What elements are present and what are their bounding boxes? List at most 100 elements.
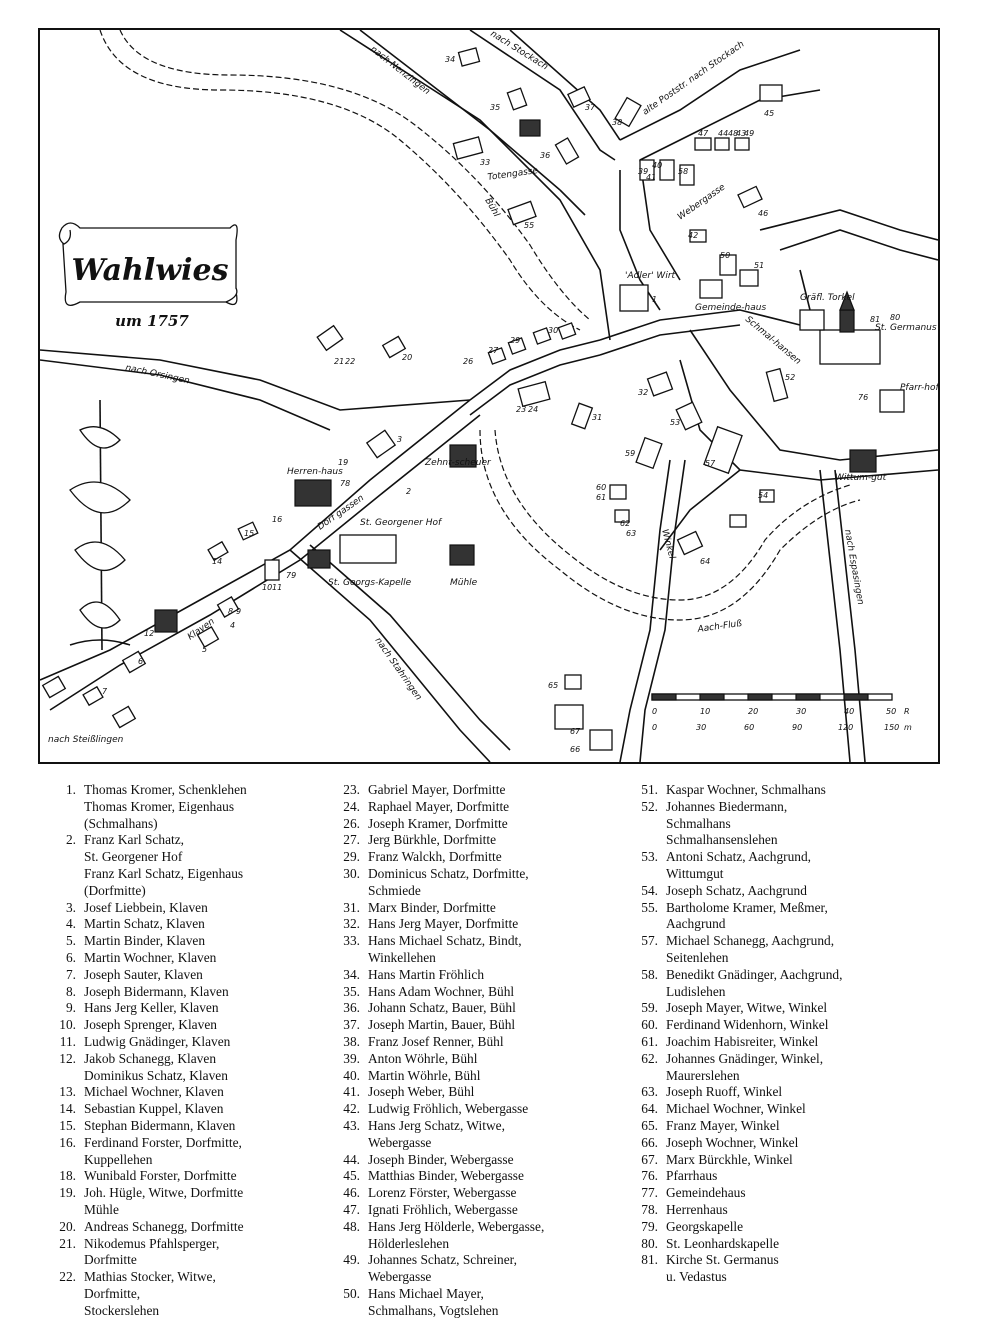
legend-item-number: 40. [343,1067,360,1083]
place-label: Mühle [450,578,478,588]
legend-item-number: 10. [59,1017,76,1033]
legend-item-number: 61. [641,1033,658,1049]
street-label: Webergasse [676,182,728,222]
legend-item: 34.Hans Martin Fröhlich [330,967,630,984]
legend-item-text: Hans Adam Wochner, Bühl [368,983,515,999]
legend-item: 26.Joseph Kramer, Dorfmitte [330,816,630,833]
legend-item-number: 15. [59,1117,76,1133]
building-number: 23 [516,405,526,414]
building-number: 40 [652,161,662,170]
scale-label: 50 [886,707,896,716]
legend-item-text: Hans Michael Schatz, Bindt, Winkellehen [368,933,522,965]
legend-item-number: 11. [59,1033,76,1049]
building-number: 1 [652,295,657,304]
legend-item: 66.Joseph Wochner, Winkel [628,1135,948,1152]
building-number: 58 [678,167,688,176]
building-number: 32 [638,388,648,397]
legend-item: 1.Thomas Kromer, Schenklehen Thomas Krom… [46,782,336,832]
legend-item: 52.Johannes Biedermann, Schmalhans Schma… [628,799,948,849]
legend-item: 32.Hans Jerg Mayer, Dorfmitte [330,916,630,933]
legend-item-text: Joseph Sauter, Klaven [84,966,203,982]
map-title: Wahlwies [72,253,229,288]
legend-item-text: Joh. Hügle, Witwe, Dorfmitte Mühle [84,1185,244,1217]
legend-item: 81.Kirche St. Germanus u. Vedastus [628,1252,948,1286]
building-number: 79 [286,571,296,580]
building-number: 78 [340,479,350,488]
legend-item-number: 4. [65,916,76,932]
legend-item-text: Sebastian Kuppel, Klaven [84,1101,224,1117]
title-banner: Wahlwies [58,222,238,306]
legend-item-number: 63. [641,1084,658,1100]
village-map: Wahlwies um 1757 [40,30,938,762]
legend-item-text: Martin Wöhrle, Bühl [368,1067,481,1083]
place-label: St. Georgs-Kapelle [328,578,412,588]
building-number: 14 [212,557,222,566]
legend-item-text: Joseph Wochner, Winkel [666,1134,799,1150]
building-number: 59 [625,449,635,458]
building-number: 7 [102,687,108,696]
scale-label: 30 [796,707,806,716]
legend-item: 53.Antoni Schatz, Aachgrund, Wittumgut [628,849,948,883]
building-number: 3 [397,435,402,444]
legend-item-number: 16. [59,1134,76,1150]
legend-item-number: 47. [343,1201,360,1217]
building-number: 30 [548,326,558,335]
place-label: Gräfl. Torkel [800,293,855,303]
legend-item-number: 80. [641,1235,658,1251]
building-number: 35 [490,103,500,112]
legend-item-text: Georgskapelle [666,1218,744,1234]
legend-item-number: 27. [343,832,360,848]
building-number: 57 [705,459,716,468]
place-label: Zehnt-scheuer [424,458,492,468]
legend-item: 58.Benedikt Gnädinger, Aachgrund, Ludisl… [628,967,948,1001]
building-number: 31 [592,413,602,422]
road-label: nach Steißlingen [48,735,124,745]
legend-item-text: St. Leonhardskapelle [666,1235,780,1251]
legend-item-text: Johann Schatz, Bauer, Bühl [368,1000,516,1016]
building-number: 16 [272,515,282,524]
legend-item-number: 30. [343,865,360,881]
legend-item-number: 78. [641,1201,658,1217]
legend-item-number: 45. [343,1168,360,1184]
legend-item-number: 38. [343,1033,360,1049]
legend-item-text: Joseph Binder, Webergasse [368,1151,514,1167]
legend-item-text: Joseph Sprenger, Klaven [84,1017,217,1033]
building-number: 36 [540,151,550,160]
legend-item: 23.Gabriel Mayer, Dorfmitte [330,782,630,799]
legend-item-text: Herrenhaus [666,1201,728,1217]
legend-item-number: 33. [343,933,360,949]
place-label: Herren-haus [287,467,343,477]
legend-item-number: 55. [641,899,658,915]
legend-item: 41.Joseph Weber, Bühl [330,1084,630,1101]
building-number: 51 [754,261,764,270]
place-label: Pfarr-hof [900,383,938,393]
building-number: 46 [758,209,768,218]
road-network [40,30,938,762]
legend-item: 10. Joseph Sprenger, Klaven [46,1017,336,1034]
legend-item-text: Joseph Bidermann, Klaven [84,983,229,999]
legend-item-number: 34. [343,966,360,982]
road-label: nach Stockach [488,30,549,73]
legend-item-number: 19. [59,1185,76,1201]
building-number: 80 [890,313,900,322]
legend-item-number: 49. [343,1252,360,1268]
building-number: 39 [638,167,648,176]
legend-item-text: Franz Walckh, Dorfmitte [368,849,502,865]
legend-item-text: Joseph Weber, Bühl [368,1084,475,1100]
legend-item-number: 26. [343,815,360,831]
legend-item: 79.Georgskapelle [628,1219,948,1236]
legend-item: 24.Raphael Mayer, Dorfmitte [330,799,630,816]
legend-item: 50.Hans Michael Mayer, Schmalhans, Vogts… [330,1286,630,1320]
legend-item-number: 64. [641,1101,658,1117]
building-number: 11 [272,583,282,592]
building-number: 66 [570,745,580,754]
legend-item-number: 57. [641,933,658,949]
building-number: 53 [670,418,680,427]
legend-item-number: 77. [641,1185,658,1201]
legend-item-number: 35. [343,983,360,999]
legend-item: 9.Hans Jerg Keller, Klaven [46,1000,336,1017]
scale-label: 0 [652,723,657,732]
legend-item-text: Ignati Fröhlich, Webergasse [368,1201,518,1217]
legend-item-number: 59. [641,1000,658,1016]
legend-item-text: Johannes Schatz, Schreiner, Webergasse [368,1252,517,1285]
